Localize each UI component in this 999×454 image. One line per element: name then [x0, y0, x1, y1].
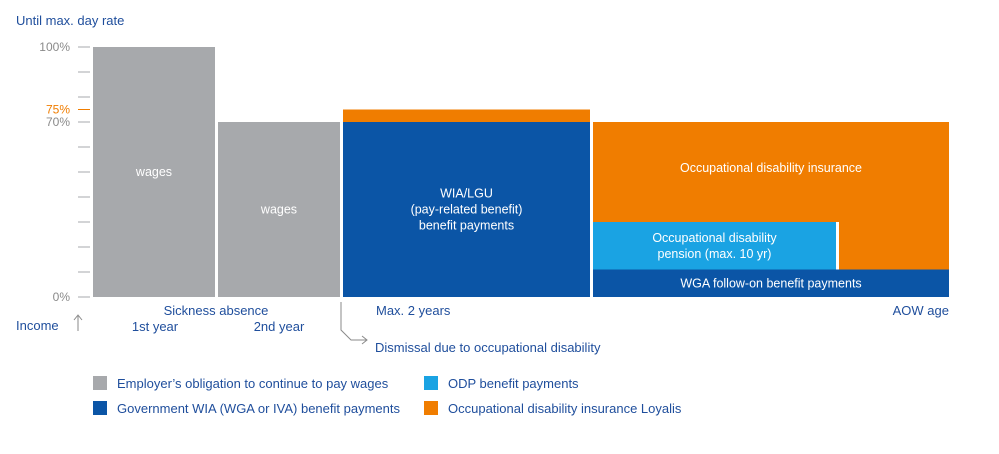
legend-label: ODP benefit payments [448, 376, 579, 391]
legend-swatch [424, 401, 438, 415]
bar-label: (pay-related benefit) [411, 203, 523, 217]
bar-label: wages [260, 203, 297, 217]
y-tick-label: 0% [53, 290, 71, 304]
dismissal-connector [340, 302, 367, 341]
x-label-aow: AOW age [893, 303, 949, 318]
bar-segment [343, 109, 590, 122]
bar-label: WGA follow-on benefit payments [680, 276, 861, 290]
bar-segment [343, 122, 590, 297]
x-label-year2: 2nd year [254, 319, 305, 334]
dismissal-label: Dismissal due to occupational disability [375, 340, 601, 355]
x-axis-title: Income [16, 318, 59, 333]
bar-label: pension (max. 10 yr) [658, 247, 772, 261]
x-label-year1: 1st year [132, 319, 179, 334]
y-axis-title: Until max. day rate [16, 13, 124, 28]
y-tick-label: 70% [46, 115, 70, 129]
bar-segment [218, 122, 340, 297]
legend-label: Government WIA (WGA or IVA) benefit paym… [117, 401, 400, 416]
x-label-max-years: Max. 2 years [376, 303, 451, 318]
legend-swatch [93, 376, 107, 390]
bar-label: wages [135, 165, 172, 179]
y-tick-label: 75% [46, 103, 70, 117]
y-tick-label: 100% [39, 40, 70, 54]
bar-label: Occupational disability [652, 231, 777, 245]
bar-label: benefit payments [419, 219, 514, 233]
bar-segment [593, 222, 836, 270]
legend-label: Occupational disability insurance Loyali… [448, 401, 682, 416]
legend-swatch [93, 401, 107, 415]
legend-label: Employer’s obligation to continue to pay… [117, 376, 389, 391]
bar-segment [593, 122, 949, 222]
income-arrow-head [73, 314, 83, 321]
bar-segment [93, 47, 215, 297]
bar-label: Occupational disability insurance [680, 161, 862, 175]
bar-segment [593, 269, 949, 297]
bar-label: WIA/LGU [440, 187, 493, 201]
legend-swatch [424, 376, 438, 390]
dismissal-arrow-head [361, 335, 368, 345]
bar-segment [839, 222, 949, 270]
x-label-sickness-absence: Sickness absence [164, 303, 269, 318]
